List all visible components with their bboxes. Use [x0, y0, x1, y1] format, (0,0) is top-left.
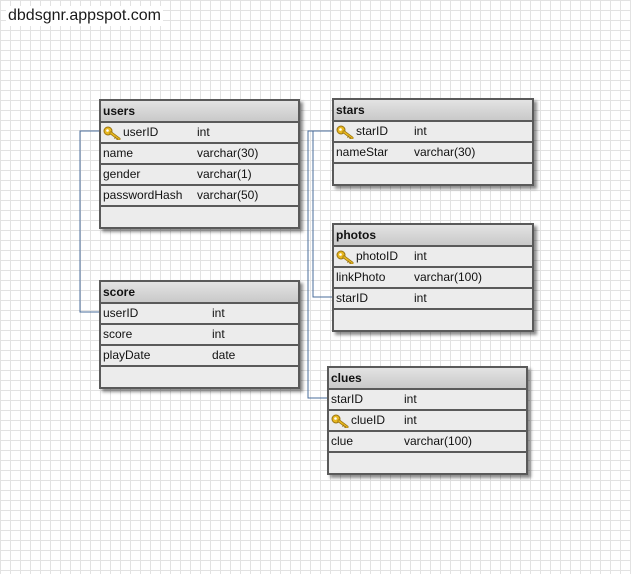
field-row[interactable]: clue varchar(100) — [329, 432, 526, 453]
field-type: varchar(100) — [414, 270, 483, 284]
key-icon — [331, 414, 349, 428]
relation-stars-clues — [307, 130, 333, 399]
table-name: stars — [334, 100, 532, 122]
table-score[interactable]: score userID int score int playDate date — [99, 280, 300, 389]
field-row[interactable]: gender varchar(1) — [101, 165, 298, 186]
table-footer — [101, 207, 298, 227]
field-row-primary-key[interactable]: starID int — [334, 122, 532, 143]
field-type: varchar(100) — [404, 434, 473, 448]
field-name: userID — [103, 306, 139, 320]
field-type: int — [414, 291, 427, 305]
field-type: varchar(30) — [414, 145, 476, 159]
field-name: passwordHash — [103, 188, 183, 202]
table-name: score — [101, 282, 298, 304]
field-name: name — [103, 146, 134, 160]
field-row-primary-key[interactable]: clueID int — [329, 411, 526, 432]
field-type: varchar(50) — [197, 188, 259, 202]
field-row[interactable]: userID int — [101, 304, 298, 325]
relation-users-score — [79, 130, 100, 313]
field-name: starID — [331, 392, 364, 406]
field-row[interactable]: starID int — [334, 289, 532, 310]
field-type: int — [212, 306, 225, 320]
table-name: users — [101, 101, 298, 123]
table-footer — [334, 310, 532, 330]
field-name: nameStar — [336, 145, 389, 159]
field-name: score — [103, 327, 133, 341]
table-users[interactable]: users userID int name varchar(30) gender… — [99, 99, 300, 229]
table-clues[interactable]: clues starID int clueID int clue varchar… — [327, 366, 528, 475]
field-name: linkPhoto — [336, 270, 386, 284]
table-footer — [101, 367, 298, 387]
field-name: starID — [356, 124, 389, 138]
field-name: gender — [103, 167, 141, 181]
table-photos[interactable]: photos photoID int linkPhoto varchar(100… — [332, 223, 534, 332]
field-name: clue — [331, 434, 354, 448]
field-row-primary-key[interactable]: photoID int — [334, 247, 532, 268]
table-name: clues — [329, 368, 526, 390]
field-type: int — [404, 392, 417, 406]
field-name: photoID — [356, 249, 399, 263]
field-type: int — [197, 125, 210, 139]
key-icon — [103, 126, 121, 140]
table-footer — [329, 453, 526, 473]
field-row[interactable]: linkPhoto varchar(100) — [334, 268, 532, 289]
field-type: int — [404, 413, 417, 427]
field-row[interactable]: playDate date — [101, 346, 298, 367]
field-type: int — [212, 327, 225, 341]
field-type: varchar(30) — [197, 146, 259, 160]
table-footer — [334, 164, 532, 184]
field-type: int — [414, 249, 427, 263]
field-row[interactable]: passwordHash varchar(50) — [101, 186, 298, 207]
field-name: starID — [336, 291, 369, 305]
field-name: userID — [123, 125, 159, 139]
field-row[interactable]: score int — [101, 325, 298, 346]
field-row[interactable]: name varchar(30) — [101, 144, 298, 165]
field-name: playDate — [103, 348, 151, 362]
table-stars[interactable]: stars starID int nameStar varchar(30) — [332, 98, 534, 186]
field-name: clueID — [351, 413, 386, 427]
field-row-primary-key[interactable]: userID int — [101, 123, 298, 144]
key-icon — [336, 125, 354, 139]
field-row[interactable]: nameStar varchar(30) — [334, 143, 532, 164]
field-type: date — [212, 348, 236, 362]
table-name: photos — [334, 225, 532, 247]
field-type: int — [414, 124, 427, 138]
field-row[interactable]: starID int — [329, 390, 526, 411]
relation-stars-photos — [312, 130, 333, 298]
key-icon — [336, 250, 354, 264]
site-title: dbdsgnr.appspot.com — [6, 6, 163, 26]
field-type: varchar(1) — [197, 167, 252, 181]
